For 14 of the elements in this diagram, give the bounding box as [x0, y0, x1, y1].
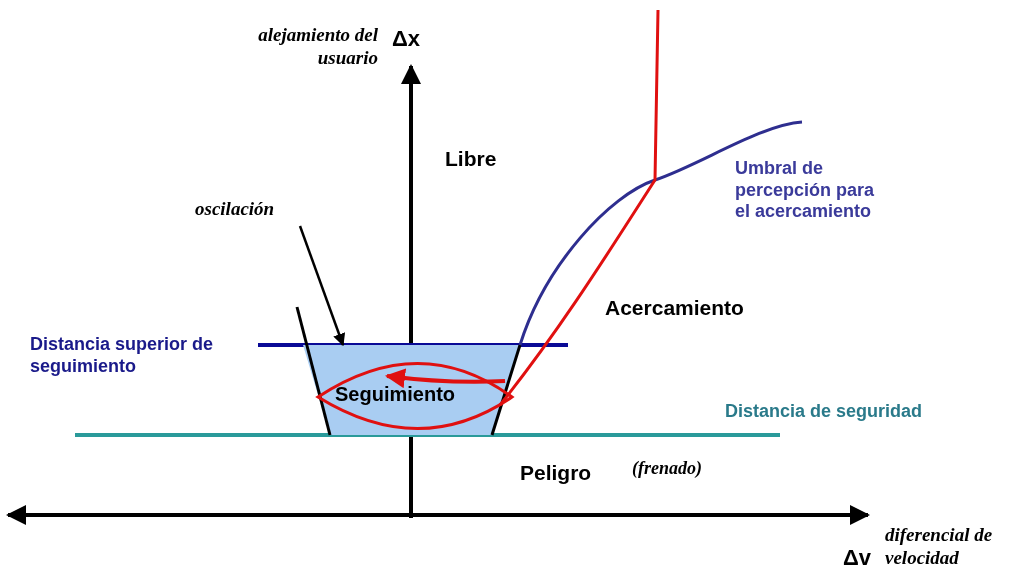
region-label: Peligro [520, 460, 593, 486]
axis-symbol: Δv [843, 545, 873, 572]
curve-label: Umbral de percepción para el acercamiento [735, 158, 876, 223]
axis-symbol: Δx [392, 26, 422, 53]
annotation-text: oscilación [195, 198, 310, 226]
region-note: (frenado) [632, 458, 703, 480]
region-label: Libre [445, 146, 498, 172]
axis-title: diferencial de velocidad [885, 524, 994, 570]
line-label: Distancia superior de seguimiento [30, 334, 215, 378]
region-label: Acercamiento [605, 295, 745, 321]
axis-title: alejamiento del usuario [257, 24, 378, 70]
line-label: Distancia de seguridad [725, 401, 924, 423]
leader-arrow [298, 225, 346, 347]
zone-label: Seguimiento [335, 383, 455, 406]
